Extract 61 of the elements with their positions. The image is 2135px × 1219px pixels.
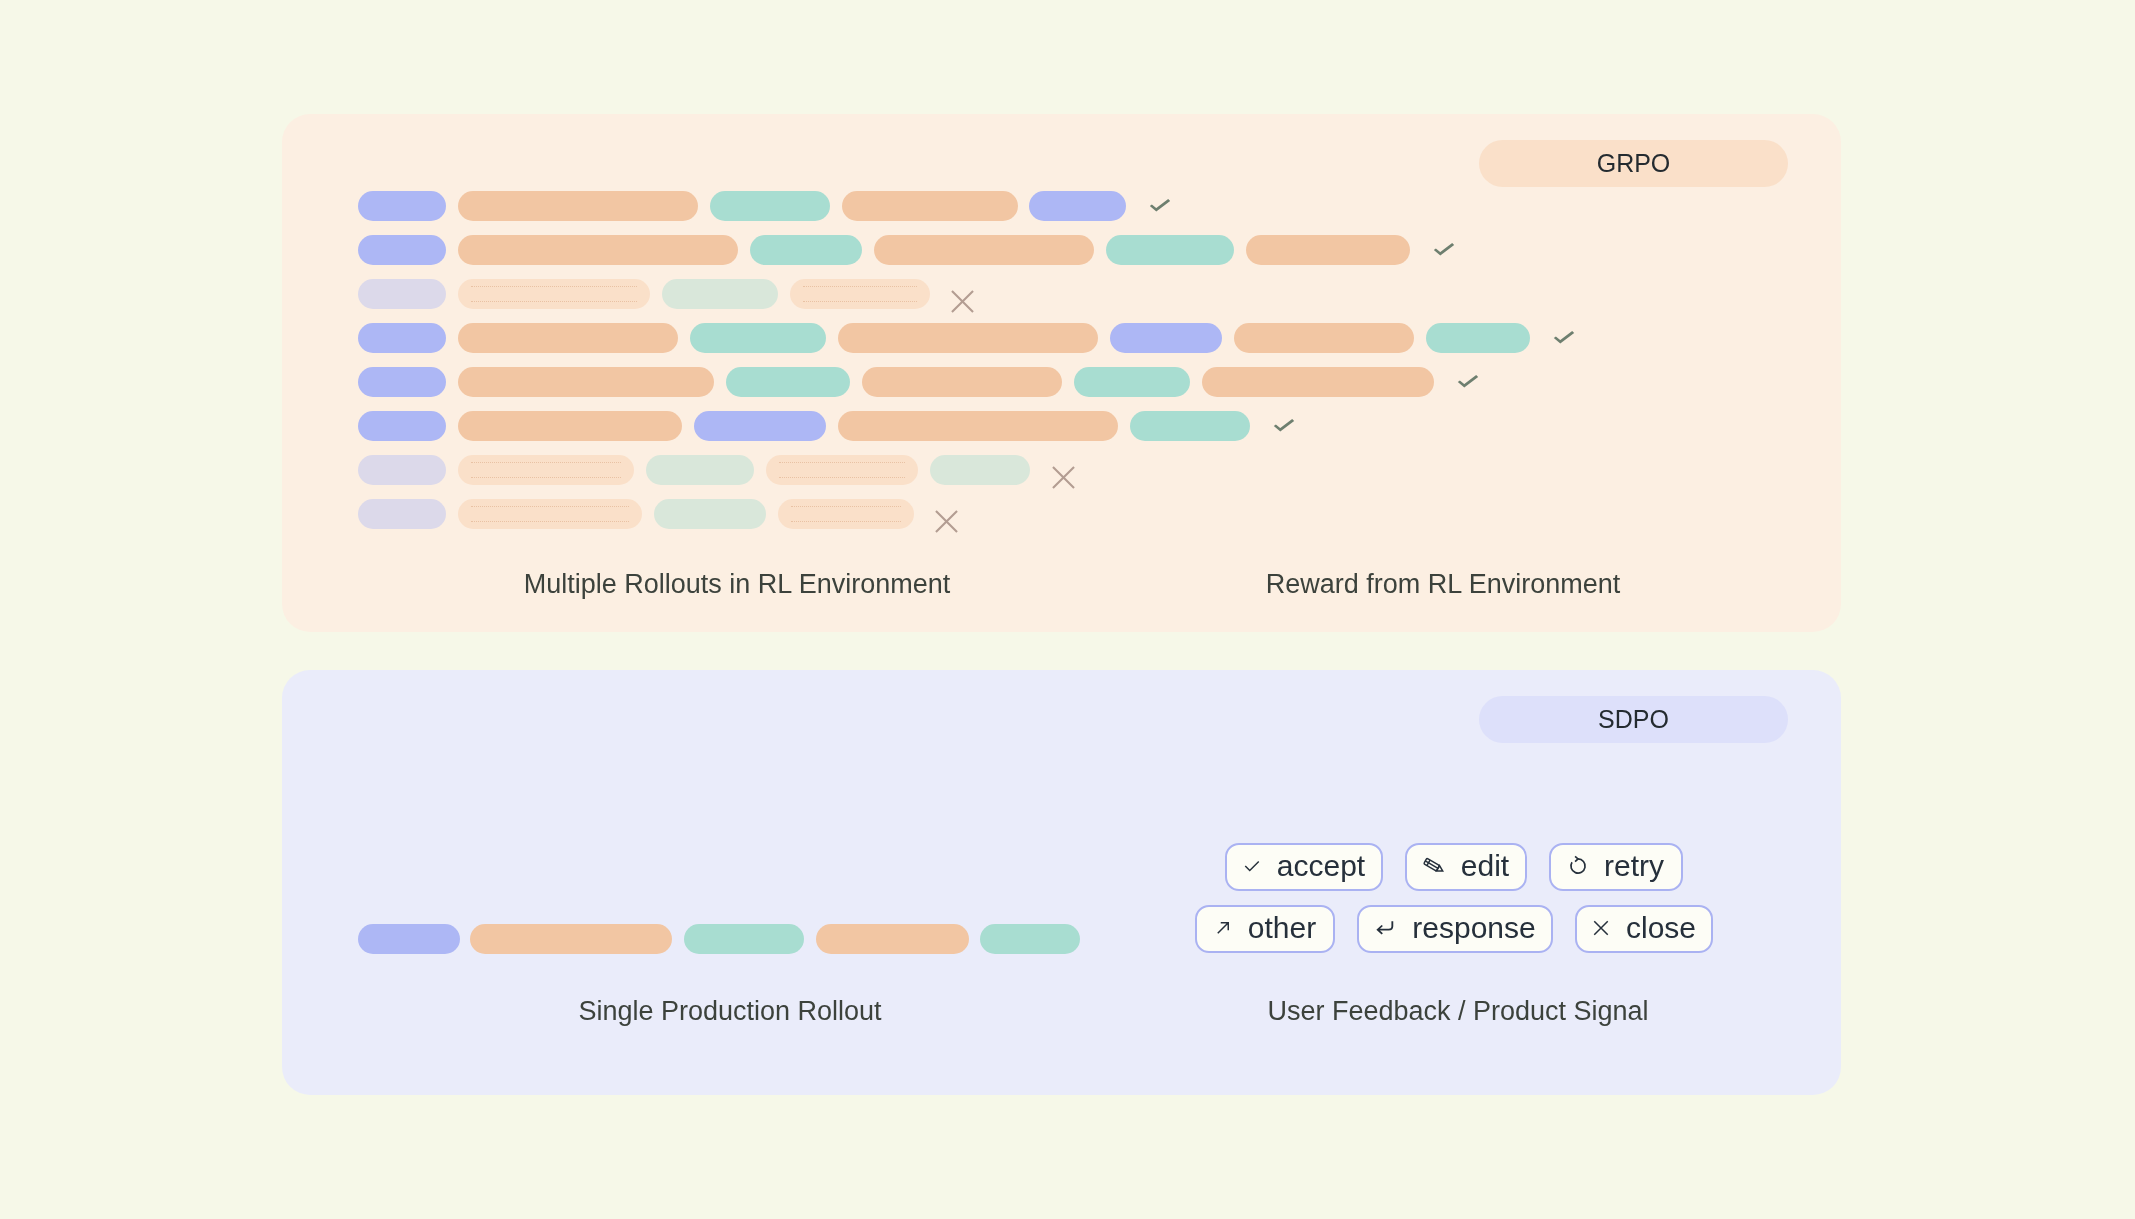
pill-segment — [1106, 235, 1234, 265]
pill-segment — [684, 924, 804, 954]
feedback-button: retry — [1549, 843, 1683, 891]
pill-segment — [358, 367, 446, 397]
pill-segment — [838, 323, 1098, 353]
pill-segment — [930, 455, 1030, 485]
pill-segment — [458, 367, 714, 397]
pill-segment — [778, 499, 914, 529]
pill-segment — [1130, 411, 1250, 441]
pill-segment — [470, 924, 672, 954]
pill-segment — [654, 499, 766, 529]
pill-segment — [766, 455, 918, 485]
pill-segment — [790, 279, 930, 309]
panel — [282, 670, 1841, 1095]
pill-segment — [1234, 323, 1414, 353]
pill-segment — [358, 499, 446, 529]
pill-segment — [750, 235, 862, 265]
pill-segment — [1110, 323, 1222, 353]
pill-segment — [1029, 191, 1126, 221]
feedback-button: close — [1575, 905, 1713, 953]
pill-segment — [458, 499, 642, 529]
caption: Multiple Rollouts in RL Environment — [523, 568, 951, 600]
caption: User Feedback / Product Signal — [1267, 995, 1649, 1027]
pill-segment — [358, 323, 446, 353]
pill-segment — [458, 323, 678, 353]
pill-segment — [358, 924, 460, 954]
feedback-button: accept — [1225, 843, 1383, 891]
method-badge: SDPO — [1479, 696, 1788, 743]
pill-segment — [690, 323, 826, 353]
pill-segment — [1246, 235, 1410, 265]
caption: Single Production Rollout — [578, 995, 882, 1027]
method-badge: GRPO — [1479, 140, 1788, 187]
pill-segment — [358, 235, 446, 265]
pill-segment — [1426, 323, 1530, 353]
pill-segment — [358, 411, 446, 441]
pill-segment — [874, 235, 1094, 265]
pill-segment — [980, 924, 1080, 954]
pill-segment — [726, 367, 850, 397]
pill-segment — [1074, 367, 1190, 397]
pill-segment — [458, 235, 738, 265]
pill-segment — [358, 279, 446, 309]
feedback-button: response — [1357, 905, 1553, 953]
pill-segment — [862, 367, 1062, 397]
feedback-button: edit — [1405, 843, 1527, 891]
pill-segment — [838, 411, 1118, 441]
pill-segment — [694, 411, 826, 441]
pill-segment — [816, 924, 969, 954]
pill-segment — [662, 279, 778, 309]
pill-segment — [842, 191, 1018, 221]
pill-segment — [1202, 367, 1434, 397]
caption: Reward from RL Environment — [1265, 568, 1621, 600]
pill-segment — [710, 191, 830, 221]
pill-segment — [458, 455, 634, 485]
pill-segment — [458, 279, 650, 309]
pill-segment — [358, 455, 446, 485]
pill-segment — [646, 455, 754, 485]
pill-segment — [458, 411, 682, 441]
panel — [282, 114, 1841, 632]
feedback-button: other — [1195, 905, 1335, 953]
pill-segment — [358, 191, 446, 221]
pill-segment — [458, 191, 698, 221]
